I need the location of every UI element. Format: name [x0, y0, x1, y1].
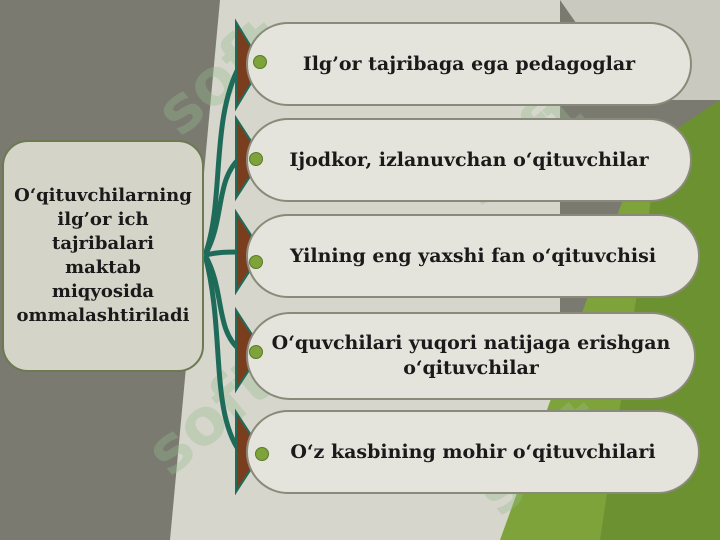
bullet-dot	[249, 152, 263, 166]
item-label-2: Ijodkor, izlanuvchan o‘qituvchilar	[289, 148, 649, 171]
item-box-5: O‘z kasbining mohir o‘qituvchilari	[246, 410, 700, 494]
bullet-dot	[249, 255, 263, 269]
item-box-2: Ijodkor, izlanuvchan o‘qituvchilar	[246, 118, 692, 202]
item-label-5: O‘z kasbining mohir o‘qituvchilari	[290, 440, 656, 463]
bullet-dot	[249, 345, 263, 359]
item-box-1: Ilg’or tajribaga ega pedagoglar	[246, 22, 692, 106]
bullet-dot	[255, 447, 269, 461]
item-box-4: O‘quvchilari yuqori natijaga erishgan o‘…	[246, 312, 696, 400]
central-topic-box: O‘qituvchilarning ilg’or ich tajribalari…	[2, 140, 204, 372]
item-label-3: Yilning eng yaxshi fan o‘qituvchisi	[289, 244, 657, 267]
central-topic-text: O‘qituvchilarning ilg’or ich tajribalari…	[14, 185, 192, 326]
item-box-3: Yilning eng yaxshi fan o‘qituvchisi	[246, 214, 700, 298]
item-label-1: Ilg’or tajribaga ega pedagoglar	[302, 52, 636, 75]
bullet-dot	[253, 55, 267, 69]
item-label-4: O‘quvchilari yuqori natijaga erishgan o‘…	[271, 332, 671, 379]
